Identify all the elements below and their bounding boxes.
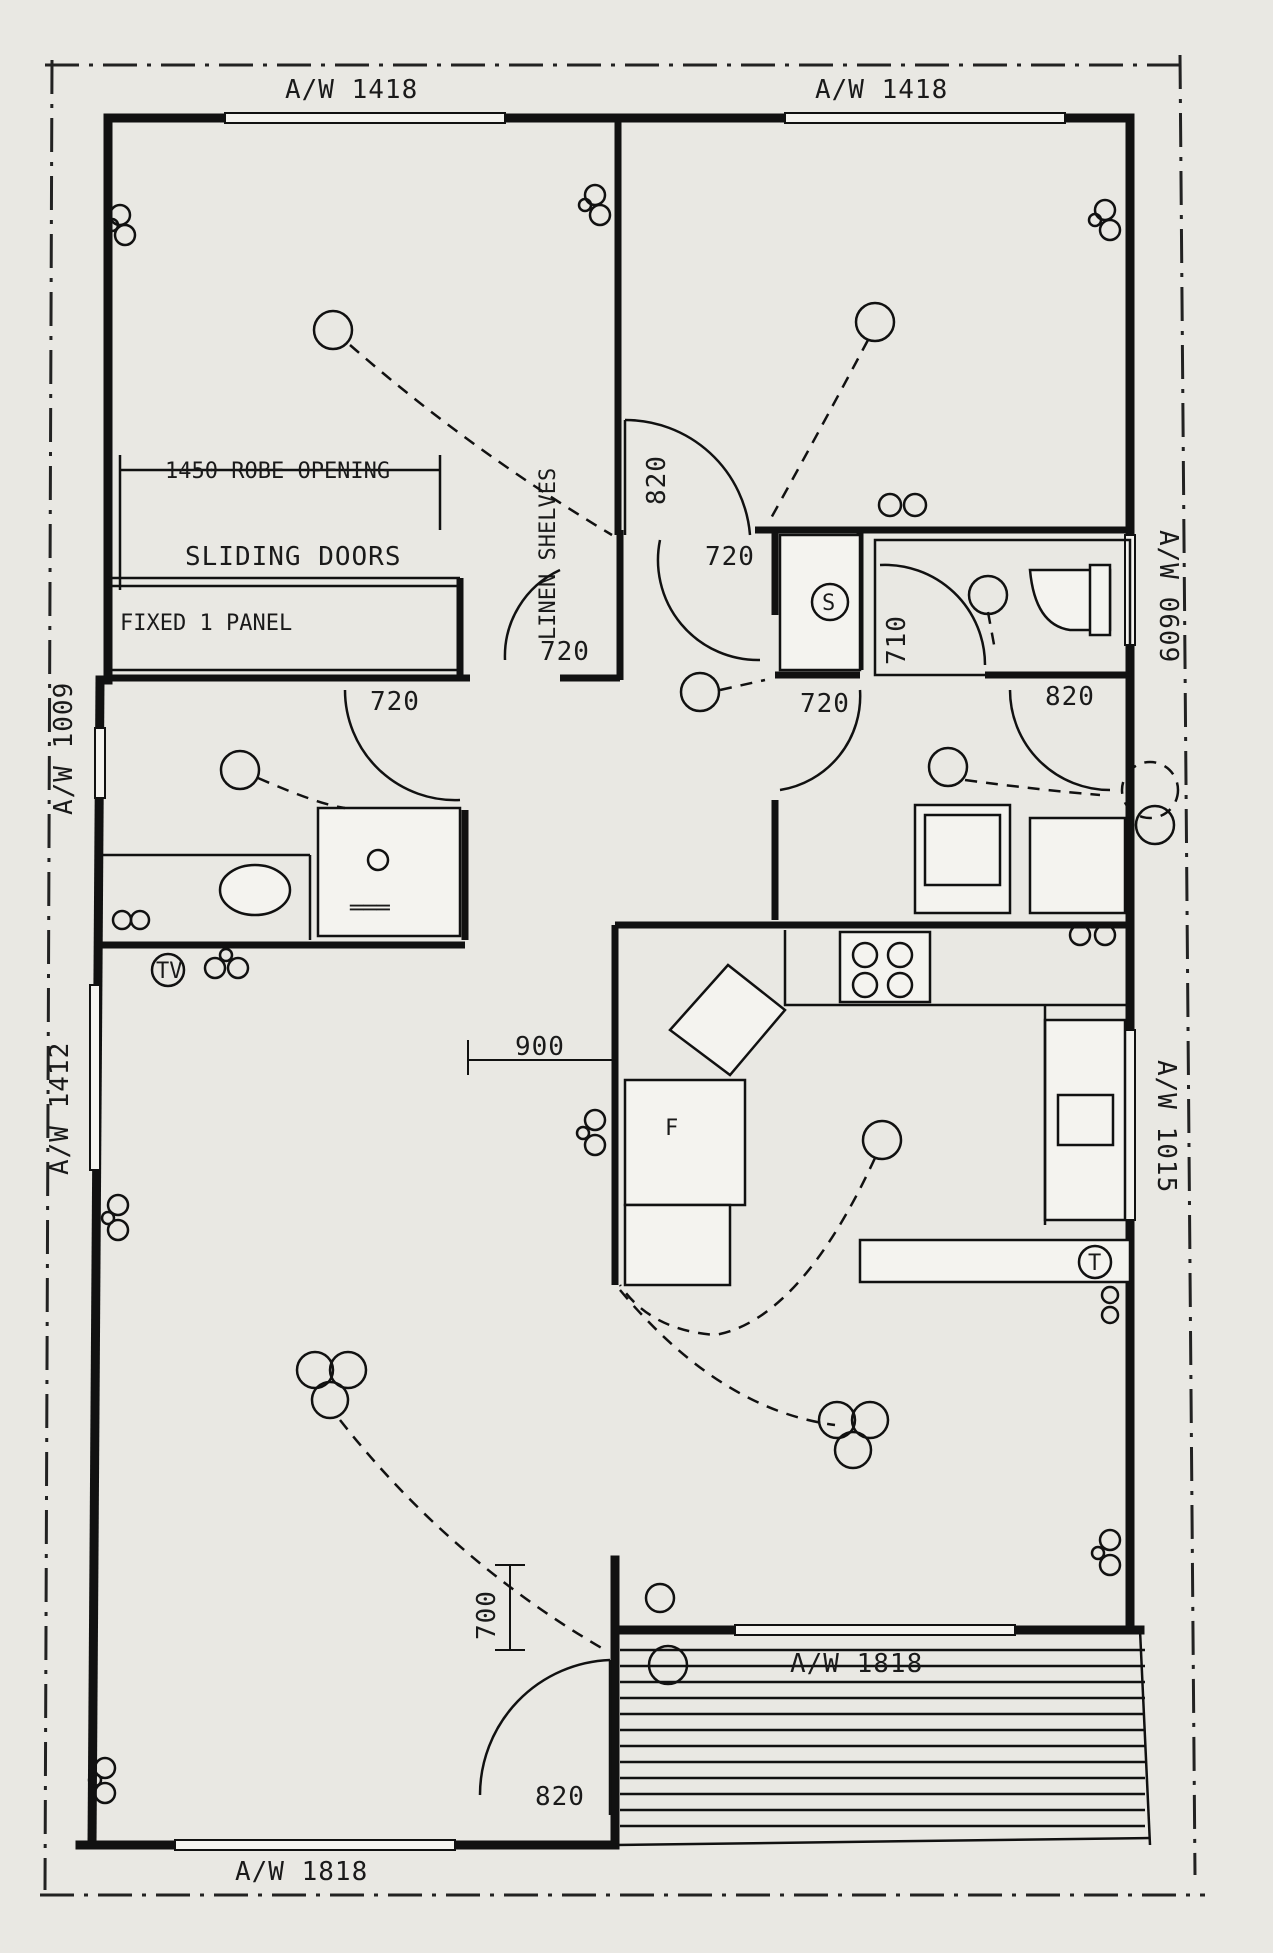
- window-left-lower: [89, 984, 101, 1171]
- power-point-icon: [575, 1108, 607, 1157]
- window-patio: [734, 1624, 1016, 1636]
- ceiling-light-icon: [927, 746, 969, 788]
- shower-icon: [316, 806, 462, 938]
- window-left-upper-label: A/W 1009: [49, 682, 79, 815]
- robe-area: 1450 ROBE OPENING SLIDING DOORS FIXED 1 …: [108, 455, 460, 672]
- dim-700-label: 700: [472, 1590, 502, 1640]
- fridge-label: F: [665, 1116, 678, 1141]
- bath-area: [778, 533, 862, 672]
- ceiling-light-icon: [1134, 804, 1176, 846]
- window-top-left-label: A/W 1418: [285, 75, 418, 105]
- door-bed2: [624, 418, 752, 536]
- door-linen: [656, 539, 761, 662]
- boundary-lines: [40, 54, 1205, 1897]
- thermostat-symbol: T: [1088, 1251, 1101, 1276]
- window-left-lower-label: A/W 1412: [45, 1042, 75, 1175]
- power-point-icon: [87, 1756, 117, 1805]
- dimensions: 900 700: [467, 1032, 615, 1651]
- window-patio-label: A/W 1818: [790, 1649, 923, 1679]
- ceiling-light-icon: [861, 1119, 903, 1161]
- ceiling-light-icon: [647, 1644, 689, 1686]
- patio-decking: [620, 1648, 1145, 1828]
- door-laundry: [1008, 689, 1111, 792]
- ceiling-light-icon: [967, 574, 1009, 616]
- door-710-label: 710: [882, 615, 912, 665]
- window-bottom: [174, 1839, 456, 1851]
- power-point-icon: [100, 1193, 130, 1242]
- window-left-upper: [94, 727, 106, 799]
- window-labels: A/W 1418 A/W 1418 A/W 1009 A/W 1412 A/W …: [45, 75, 1183, 1887]
- shower-label: ═══: [349, 896, 390, 921]
- dishwasher-icon: [668, 963, 787, 1077]
- pendant-cluster-icon: [295, 1350, 368, 1420]
- door-wc: [879, 563, 987, 666]
- window-right-kitchen-label: A/W 1015: [1151, 1060, 1181, 1193]
- kitchen: F T: [623, 930, 1132, 1287]
- electrical: TV: [87, 183, 1180, 1805]
- fridge-icon: [623, 1078, 747, 1207]
- doors: [343, 418, 1111, 1815]
- door-820-entry-label: 820: [535, 1782, 585, 1812]
- ceiling-light-icon: [312, 309, 354, 351]
- dim-900-label: 900: [515, 1032, 565, 1062]
- power-point-icon: [1100, 1285, 1120, 1325]
- door-entry: [478, 1658, 611, 1796]
- door-820-bed2-label: 820: [642, 455, 672, 505]
- window-right-kitchen: [1124, 1029, 1136, 1221]
- fixed-panel-label: FIXED 1 PANEL: [120, 611, 292, 636]
- window-bottom-label: A/W 1818: [235, 1857, 368, 1887]
- basin-icon: [218, 863, 292, 917]
- linen-shelves-label: LINEN SHELVES: [536, 468, 561, 640]
- power-point-icon: [111, 909, 151, 931]
- tv-symbol: TV: [156, 959, 183, 984]
- outdoor-light-icon: [644, 1582, 676, 1614]
- power-point-icon: [877, 492, 928, 518]
- linen-and-bath: LINEN SHELVES S: [536, 468, 862, 672]
- sliding-doors-label: SLIDING DOORS: [185, 542, 402, 572]
- robe-label: 1450 ROBE OPENING: [165, 459, 390, 484]
- pantry-icon: [623, 1203, 732, 1287]
- tv-outlet-icon: [150, 952, 186, 988]
- laundry: [913, 803, 1127, 915]
- power-point-icon: [1068, 923, 1117, 947]
- window-top-left: [224, 112, 506, 124]
- window-top-right-label: A/W 1418: [815, 75, 948, 105]
- interior-walls: [100, 118, 1130, 1285]
- exhaust-fan-icon: [810, 582, 850, 622]
- power-point-icon: [104, 203, 137, 247]
- exhaust-symbol: S: [822, 591, 835, 616]
- power-point-icon: [577, 183, 612, 227]
- door-bath: [779, 689, 862, 792]
- door-720-laundry-label: 720: [800, 689, 850, 719]
- ceiling-light-icon: [219, 749, 261, 791]
- pendant-cluster-icon: [817, 1400, 890, 1470]
- power-point-icon: [1087, 198, 1122, 242]
- ceiling-light-icon: [679, 671, 721, 713]
- door-720-bed1-label: 720: [540, 637, 590, 667]
- door-labels: 820 720 720 720 720 710 820 820: [370, 455, 1095, 1812]
- tub-icon: [1028, 816, 1127, 915]
- window-top-right: [784, 112, 1066, 124]
- door-720-linen-label: 720: [705, 542, 755, 572]
- cooktop-icon: [838, 930, 932, 1004]
- door-bed1: [503, 568, 561, 661]
- wc: [873, 538, 1132, 677]
- door-bedroom-left: [343, 689, 461, 802]
- window-right-bath-label: A/W 0609: [1153, 530, 1183, 663]
- power-point-icon: [203, 947, 250, 980]
- power-point-icon: [1090, 1528, 1122, 1577]
- door-720-bedroom-label: 720: [370, 687, 420, 717]
- bathroom-left: ═══: [100, 806, 462, 940]
- door-820-wc-label: 820: [1045, 682, 1095, 712]
- thermostat-icon: [1077, 1244, 1113, 1280]
- ceiling-light-icon: [854, 301, 896, 343]
